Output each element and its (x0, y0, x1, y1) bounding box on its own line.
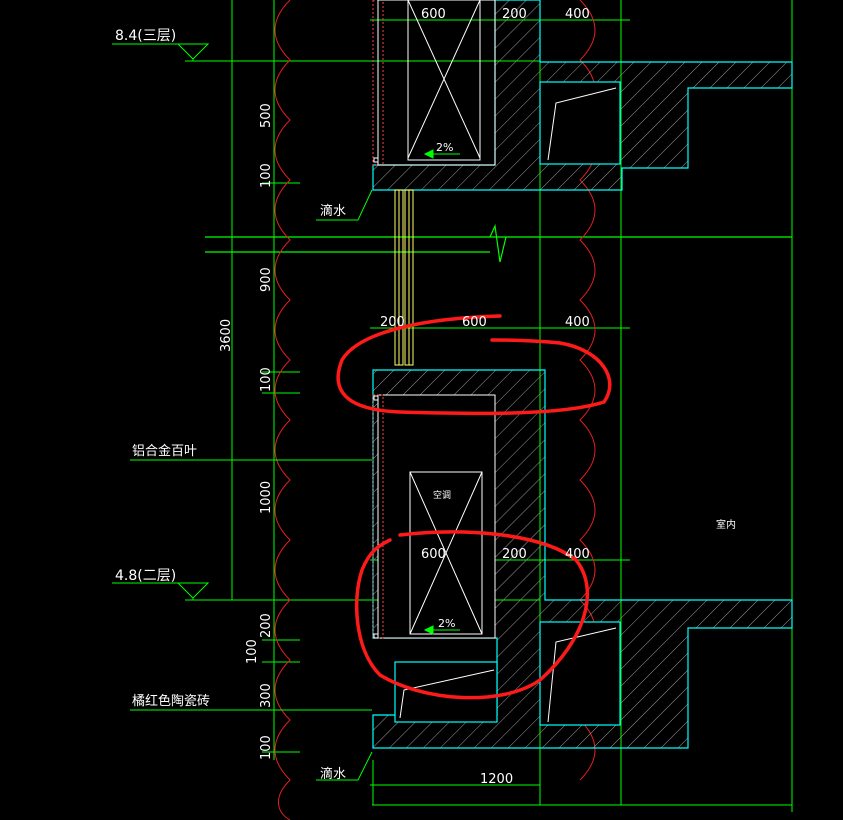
dim-top-200: 200 (502, 7, 527, 22)
dim-500: 500 (259, 103, 274, 128)
dim-low-200: 200 (502, 547, 527, 562)
slope-upper: 2% (436, 141, 453, 154)
dim-bottom-1200: 1200 (480, 772, 513, 787)
label-ac: 空调 (433, 489, 451, 501)
dim-100c: 100 (245, 639, 260, 664)
dim-100a: 100 (259, 163, 274, 188)
red-annotations (336, 314, 612, 700)
dim-low-600: 600 (421, 547, 446, 562)
dim-mid-200: 200 (380, 315, 405, 330)
dim-200: 200 (259, 613, 274, 638)
label-louver: 铝合金百叶 (132, 443, 197, 459)
upper-ac-slab (372, 0, 793, 191)
dim-100d: 100 (259, 735, 274, 760)
dim-900: 900 (259, 267, 274, 292)
dim-300: 300 (259, 683, 274, 708)
level-upper-label: 8.4(三层) (115, 28, 176, 44)
label-drip-lower: 滴水 (320, 766, 346, 782)
dim-3600: 3600 (219, 319, 234, 352)
dim-low-400: 400 (565, 547, 590, 562)
slope-arrows (423, 149, 460, 635)
dim-100b: 100 (259, 367, 274, 392)
dim-top-400: 400 (565, 7, 590, 22)
lower-ac-slab (372, 157, 793, 749)
label-indoor: 室内 (716, 518, 736, 531)
revision-cloud-line (274, 0, 291, 820)
dim-top-600: 600 (421, 7, 446, 22)
slope-lower: 2% (438, 617, 455, 630)
window-frame (394, 189, 414, 366)
label-tile: 橘红色陶瓷砖 (132, 693, 210, 709)
level-symbols (112, 43, 210, 600)
dim-mid-600: 600 (462, 315, 487, 330)
label-drip-upper: 滴水 (320, 203, 346, 219)
leader-lines (130, 189, 373, 781)
break-line (205, 223, 792, 263)
dim-mid-400: 400 (565, 315, 590, 330)
dim-1000: 1000 (259, 481, 274, 514)
level-lower-label: 4.8(二层) (115, 568, 176, 584)
